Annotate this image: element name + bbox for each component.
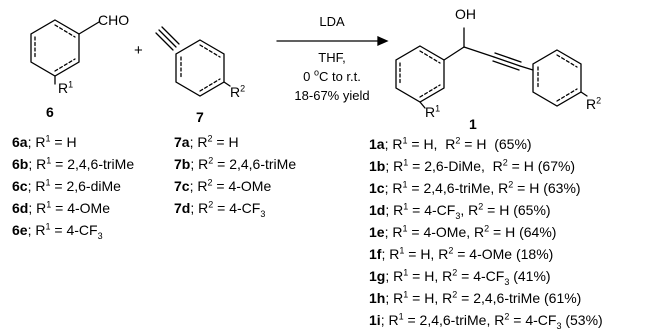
alkyne-entry: 7c; R2 = 4-OMe [174, 177, 272, 194]
r2-substituent-product: R2 [586, 95, 602, 112]
aldehyde-entry: 6d; R1 = 4-OMe [12, 199, 110, 216]
plus-sign: + [134, 42, 143, 59]
product-entry: 1b; R1 = 2,6-DiMe, R2 = H (67%) [369, 157, 576, 174]
aldehyde-entry: 6a; R1 = H [12, 133, 77, 150]
condition-solvent: THF, [318, 50, 346, 65]
product-structure [395, 27, 588, 109]
product-entry: 1c; R1 = 2,4,6-triMe, R2 = H (63%) [369, 179, 581, 196]
alkyne-entry: 7b; R2 = 2,4,6-triMe [174, 155, 297, 172]
alkyne-entry: 7d; R2 = 4-CF3 [174, 199, 266, 219]
r2-substituent-alkyne: R2 [230, 83, 246, 100]
condition-reagent: LDA [319, 14, 345, 29]
compound-label-1: 1 [469, 116, 477, 132]
aldehyde-benzene-ring [30, 19, 100, 85]
product-entry: 1h; R1 = H, R2 = 2,4,6-triMe (61%) [369, 289, 582, 306]
product-entry: 1g; R1 = H, R2 = 4-CF3 (41%) [369, 267, 551, 287]
hydroxyl-label: OH [455, 6, 476, 22]
product-entry: 1f; R1 = H, R2 = 4-OMe (18%) [369, 245, 554, 262]
compound-label-7: 7 [196, 109, 204, 125]
reaction-arrow [276, 35, 389, 47]
r1-substituent-aldehyde: R1 [58, 79, 74, 96]
product-entry: 1a; R1 = H, R2 = H (65%) [369, 135, 532, 152]
condition-temperature: 0 oC to r.t. [303, 67, 361, 84]
r1-substituent-product: R1 [425, 103, 441, 120]
aldehyde-group-label: CHO [98, 12, 130, 28]
compound-label-6: 6 [46, 104, 54, 120]
product-entry: 1e; R1 = 4-OMe, R2 = H (64%) [369, 223, 557, 240]
product-entry: 1i; R1 = 2,4,6-triMe, R2 = 4-CF3 (53%) [369, 311, 603, 331]
alkyne-arene [155, 26, 231, 97]
condition-yield-range: 18-67% yield [294, 88, 370, 103]
alkyne-entry: 7a; R2 = H [174, 133, 239, 150]
aldehyde-entry: 6e; R1 = 4-CF3 [12, 221, 103, 241]
product-entry: 1d; R1 = 4-CF3, R2 = H (65%) [369, 201, 551, 221]
aldehyde-entry: 6c; R1 = 2,6-diMe [12, 177, 121, 194]
aldehyde-entry: 6b; R1 = 2,4,6-triMe [12, 155, 135, 172]
